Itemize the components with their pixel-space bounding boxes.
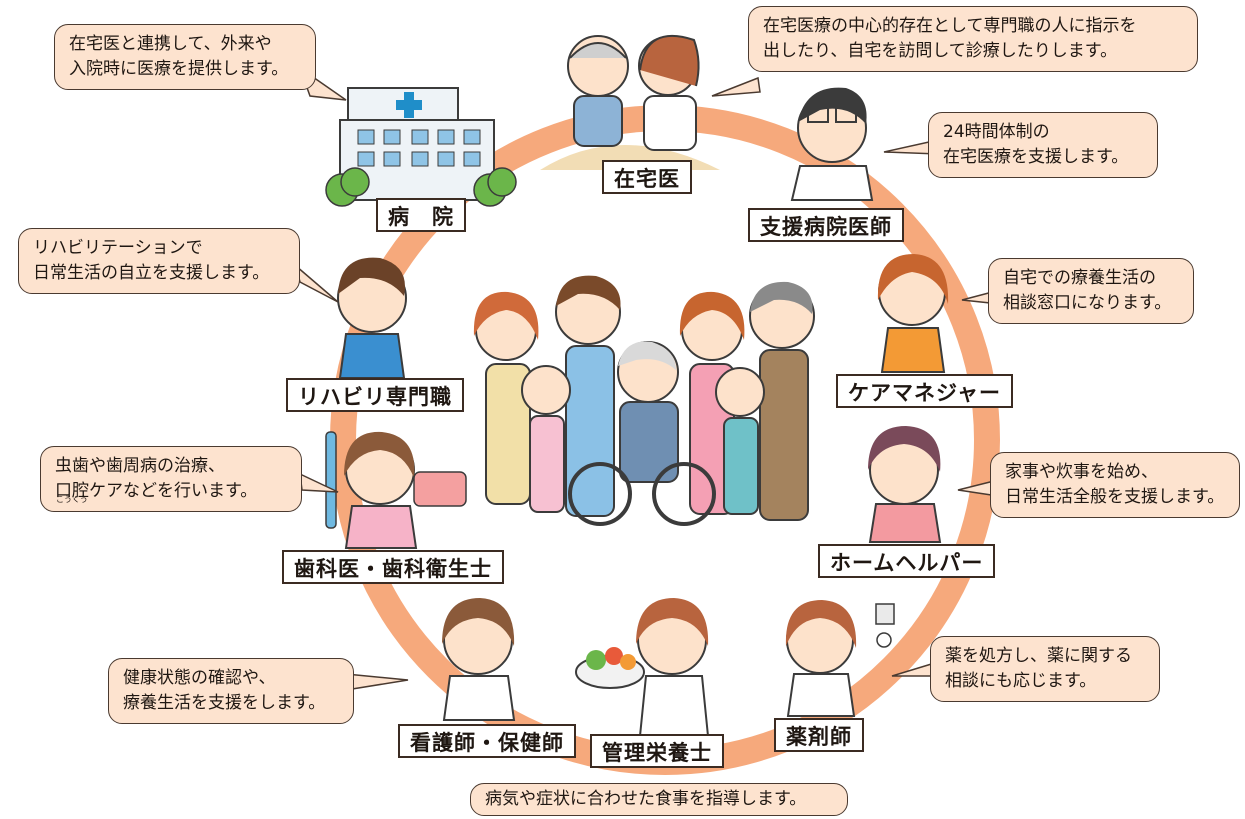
hospital-desc-line-1: 在宅医と連携して、外来や bbox=[69, 34, 272, 54]
pharmacist-description-bubble: 薬を処方し、薬に関する 相談にも応じます。 bbox=[930, 636, 1160, 702]
support-hospital-doctor-label: 支援病院医師 bbox=[748, 208, 904, 242]
home-helper-figure bbox=[868, 426, 942, 543]
nurse-desc-line-2: 療養生活を支援をします。 bbox=[123, 693, 326, 713]
hospital-label: 病 院 bbox=[376, 198, 466, 232]
pharmacist-label: 薬剤師 bbox=[774, 718, 864, 752]
nurse-desc-line-1: 健康状態の確認や、 bbox=[123, 668, 276, 688]
home-doctor-desc-line-1: 在宅医療の中心的存在として専門職の人に指示を bbox=[763, 16, 1137, 36]
rehab-desc-line-1: リハビリテーションで bbox=[33, 238, 203, 258]
home-doctor-description-bubble: 在宅医療の中心的存在として専門職の人に指示を 出したり、自宅を訪問して診療したり… bbox=[748, 6, 1198, 72]
care-manager-desc-line-1: 自宅での療養生活の bbox=[1003, 268, 1156, 288]
home-doctor-desc-line-2: 出したり、自宅を訪問して診療したりします。 bbox=[763, 41, 1118, 61]
pharmacist-figure bbox=[785, 600, 895, 717]
home-helper-desc-line-1: 家事や炊事を始め、 bbox=[1005, 462, 1158, 482]
rehab-label: リハビリ専門職 bbox=[286, 378, 464, 412]
rehab-therapist-figure bbox=[337, 257, 407, 379]
care-manager-figure bbox=[877, 254, 949, 373]
speech-bubble-tails bbox=[294, 66, 1001, 691]
home-helper-description-bubble: 家事や炊事を始め、 日常生活全般を支援します。 bbox=[990, 452, 1240, 518]
dietitian-figure bbox=[575, 598, 710, 737]
hospital-desc-line-2: 入院時に医療を提供します。 bbox=[69, 59, 289, 79]
nurse-figure bbox=[442, 598, 516, 721]
hospital-description-bubble: 在宅医と連携して、外来や 入院時に医療を提供します。 bbox=[54, 24, 316, 90]
dental-desc-line-1: 虫歯や歯周病の治療、 bbox=[55, 456, 225, 476]
home-doctor-figure bbox=[540, 34, 720, 170]
care-manager-description-bubble: 自宅での療養生活の 相談窓口になります。 bbox=[988, 258, 1194, 324]
dental-label: 歯科医・歯科衛生士 bbox=[282, 550, 504, 584]
dietitian-description-bubble: 病気や症状に合わせた食事を指導します。 bbox=[470, 783, 848, 816]
support-hospital-doctor-figure bbox=[790, 87, 874, 201]
rehab-description-bubble: リハビリテーションで 日常生活の自立を支援します。 bbox=[18, 228, 300, 294]
dietitian-desc-line-1: 病気や症状に合わせた食事を指導します。 bbox=[485, 789, 807, 809]
home-doctor-label: 在宅医 bbox=[602, 160, 692, 194]
pharmacist-desc-line-1: 薬を処方し、薬に関する bbox=[945, 646, 1132, 666]
dental-desc-line-2: 口腔ケアなどを行います。 bbox=[55, 481, 258, 501]
dental-description-bubble: 虫歯や歯周病の治療、 口腔ケアなどを行います。 bbox=[40, 446, 302, 512]
pharmacist-desc-line-2: 相談にも応じます。 bbox=[945, 671, 1097, 691]
family-group-figure bbox=[473, 275, 815, 526]
support-doctor-desc-line-1: 24時間体制の bbox=[943, 122, 1050, 142]
home-helper-label: ホームヘルパー bbox=[818, 544, 996, 578]
support-hospital-doctor-description-bubble: 24時間体制の 在宅医療を支援します。 bbox=[928, 112, 1158, 178]
hospital-building-icon bbox=[325, 87, 517, 207]
dietitian-label: 管理栄養士 bbox=[590, 734, 724, 768]
rehab-desc-line-2: 日常生活の自立を支援します。 bbox=[33, 263, 270, 283]
home-helper-desc-line-2: 日常生活全般を支援します。 bbox=[1005, 487, 1225, 507]
care-manager-desc-line-2: 相談窓口になります。 bbox=[1003, 293, 1172, 313]
dental-ruby-reading: こうくう bbox=[56, 495, 88, 504]
nurse-description-bubble: 健康状態の確認や、 療養生活を支援をします。 bbox=[108, 658, 354, 724]
support-doctor-desc-line-2: 在宅医療を支援します。 bbox=[943, 147, 1129, 167]
dental-hygienist-figure bbox=[325, 431, 467, 549]
care-manager-label: ケアマネジャー bbox=[836, 374, 1013, 408]
nurse-label: 看護師・保健師 bbox=[398, 724, 576, 758]
